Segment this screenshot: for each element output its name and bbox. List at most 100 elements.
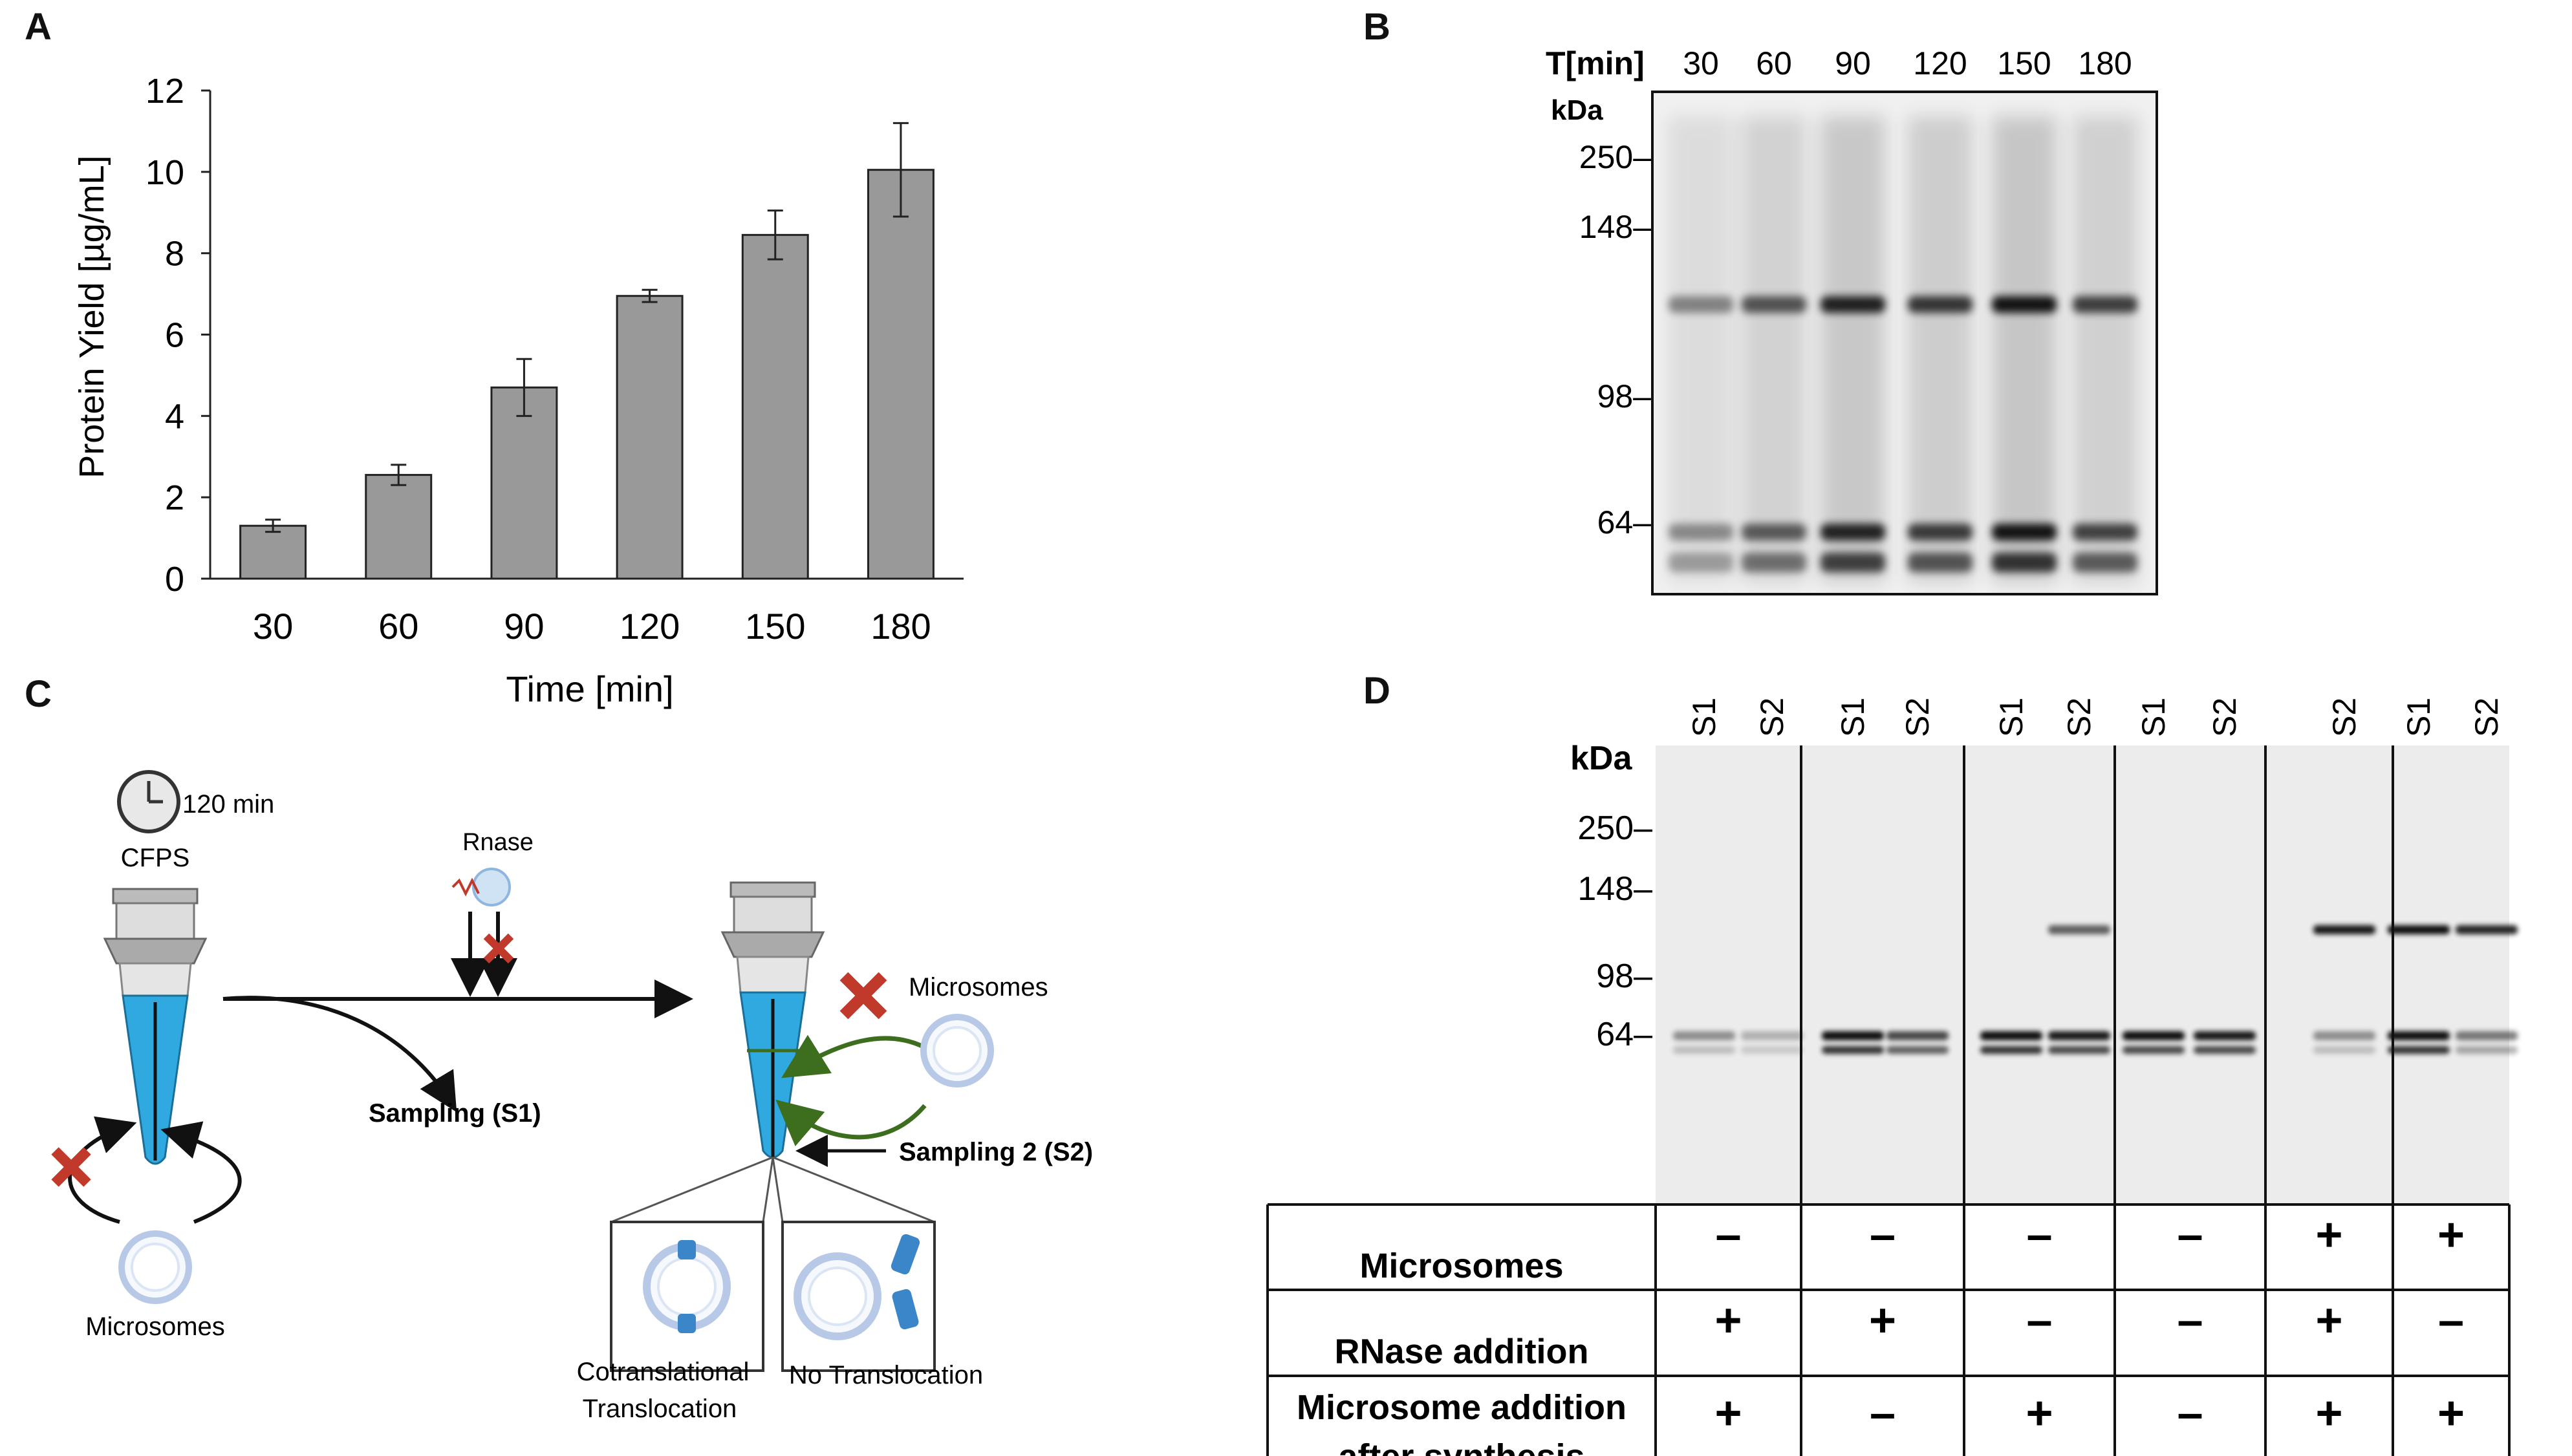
bar <box>490 386 558 580</box>
gel-d-lane-label: S2 <box>2207 698 2243 737</box>
cross-left-icon <box>51 1147 91 1187</box>
microsome-right-icon <box>920 1014 994 1087</box>
table-cell-sign: – <box>1870 1209 1896 1261</box>
tube-left-icon <box>103 888 208 1165</box>
gel-b-band <box>1992 296 2057 313</box>
green-arrow-top <box>781 1034 926 1078</box>
table-row-label: Microsome addition <box>1297 1388 1626 1427</box>
gel-d-marker-label: 250– <box>1577 809 1652 847</box>
gel-b-band <box>2073 524 2137 541</box>
gel-b-smear <box>1992 116 2057 582</box>
notranslocation-microsome-icon <box>794 1234 920 1340</box>
microsomes-left-label: Microsomes <box>85 1312 225 1341</box>
panel-label-b: B <box>1363 6 1390 48</box>
gel-b-band <box>2073 296 2137 313</box>
gel-b-band <box>1908 553 1972 572</box>
bar <box>867 169 935 580</box>
gel-b-lane-label: 90 <box>1835 45 1871 81</box>
gel-b-smear <box>1908 116 1972 582</box>
x-tick-label: 90 <box>504 606 544 647</box>
table-cell-sign: – <box>2177 1387 2203 1439</box>
gel-d-kda-label: kDa <box>1570 740 1632 777</box>
green-arrow-bottom <box>775 1099 927 1147</box>
gel-b-band <box>1669 524 1733 541</box>
rnase-icon <box>451 868 511 906</box>
gel-b-smear <box>2073 116 2137 582</box>
gel-b-marker-label: 250– <box>1579 139 1651 175</box>
sampling1-arrow <box>222 996 457 1113</box>
table-cell-sign: – <box>1715 1209 1741 1261</box>
y-tick-label: 12 <box>146 72 184 111</box>
table-row-label: after synthesis <box>1338 1437 1584 1456</box>
table-cell-sign: – <box>2438 1295 2464 1347</box>
bar <box>741 233 809 580</box>
bar <box>239 524 307 580</box>
sampling1-label: Sampling (S1) <box>369 1099 541 1128</box>
gel-b-lane-label: 60 <box>1756 45 1792 81</box>
x-tick-label: 150 <box>745 606 805 647</box>
gel-d-lane-label: S1 <box>1686 698 1722 737</box>
table-cell-sign: – <box>2026 1295 2052 1347</box>
gel-b-lane-label: 120 <box>1913 45 1967 81</box>
table-cell-sign: + <box>1869 1295 1896 1347</box>
gel-d-band <box>2456 925 2518 934</box>
table-cell-sign: + <box>2437 1387 2465 1439</box>
cfps-diagram: 120 min CFPS Microsomes Sampling (S1) Rn… <box>51 770 1093 1423</box>
cross-rnase-icon <box>483 933 514 964</box>
gel-d-band <box>2313 925 2375 934</box>
x-axis-title: Time [min] <box>506 669 673 709</box>
panel-label-d: D <box>1363 670 1390 712</box>
y-tick-label: 4 <box>165 397 184 436</box>
gel-d-band <box>1822 1046 1884 1054</box>
gel-d-marker-label: 148– <box>1577 870 1652 908</box>
table-cell-sign: – <box>1870 1387 1896 1439</box>
gel-d-band <box>1980 1031 2042 1040</box>
table-cell-sign: – <box>2026 1209 2052 1261</box>
bar <box>616 295 684 580</box>
gel-d-lane-label: S2 <box>2061 698 2097 737</box>
gel-d-lane-label: S2 <box>2326 698 2362 737</box>
gel-b-kda-label: kDa <box>1551 94 1603 126</box>
y-tick-label: 6 <box>165 316 184 355</box>
gel-d-lane-label: S1 <box>2401 698 2437 737</box>
cfps-label: CFPS <box>121 844 190 872</box>
microsomes-right-label: Microsomes <box>909 973 1048 1001</box>
table-row-label: Microsomes <box>1359 1247 1563 1285</box>
gel-d-band <box>2194 1046 2256 1054</box>
gel-d-band <box>1886 1031 1949 1040</box>
table-cell-sign: + <box>1714 1295 1742 1347</box>
gel-d-band <box>1741 1046 1803 1054</box>
gel-b-smear <box>1669 116 1733 582</box>
gel-d-marker-label: 64– <box>1596 1016 1652 1053</box>
cotrans-label-line2: Translocation <box>583 1395 737 1423</box>
gel-b-smear <box>1742 116 1806 582</box>
left-loop-arrow-2 <box>160 1121 242 1224</box>
gel-b-band <box>1669 296 1733 313</box>
gel-b-band <box>1908 296 1972 313</box>
tube-right-icon <box>720 881 825 1159</box>
gel-d-band <box>2456 1031 2518 1040</box>
sampling2-label: Sampling 2 (S2) <box>899 1138 1093 1166</box>
gel-d-band <box>2456 1046 2518 1054</box>
gel-b-band <box>1742 524 1806 541</box>
left-loop-arrow <box>68 1116 137 1224</box>
table-cell-sign: + <box>2315 1387 2342 1439</box>
y-tick-label: 2 <box>165 478 184 517</box>
gel-d-band <box>2194 1031 2256 1040</box>
gel-b-lane-label: 30 <box>1683 45 1719 81</box>
gel-d-band <box>1673 1046 1735 1054</box>
gel-d-lane-label: S1 <box>1835 698 1871 737</box>
gel-d-band <box>1980 1046 2042 1054</box>
gel-d-lane-label: S2 <box>2469 698 2505 737</box>
gel-d-band <box>2388 925 2450 934</box>
rnase-label: Rnase <box>462 829 534 856</box>
gel-d-band <box>1673 1031 1735 1040</box>
gel-d-band <box>1822 1031 1884 1040</box>
gel-d-band <box>2313 1031 2375 1040</box>
y-tick-label: 0 <box>165 560 184 599</box>
x-tick-label: 120 <box>620 606 680 647</box>
gel-b-marker-label: 148– <box>1579 209 1651 245</box>
gel-d-band <box>2048 1046 2110 1054</box>
